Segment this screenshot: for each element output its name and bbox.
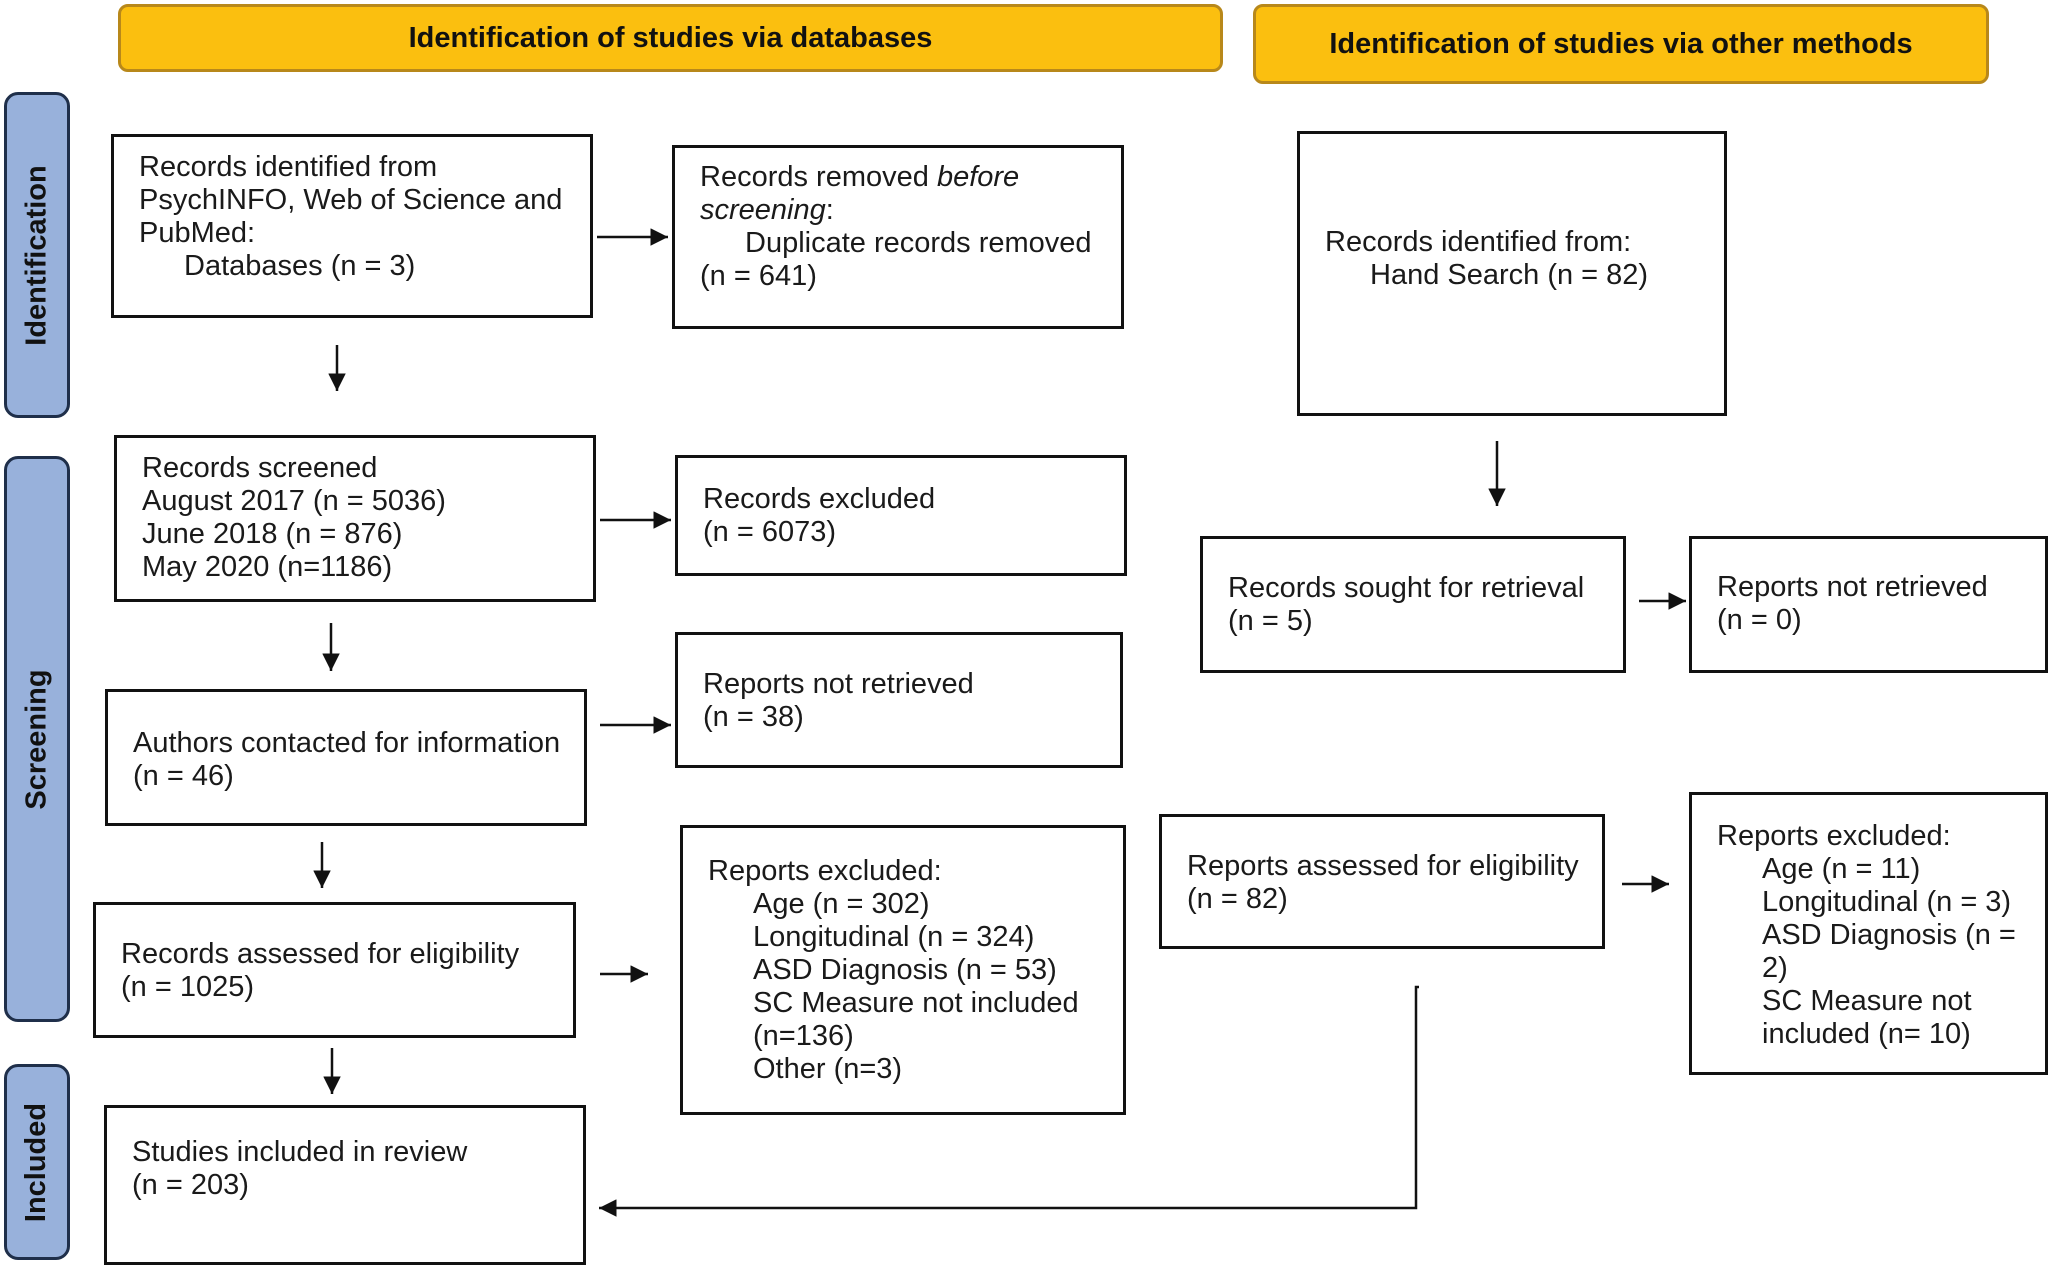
box-line: (n = 6073) bbox=[703, 516, 837, 548]
box-line: Reports not retrieved bbox=[703, 668, 974, 700]
box-text-emphasis: screening bbox=[700, 194, 826, 226]
box-line: Studies included in review bbox=[132, 1136, 468, 1168]
box-line: included (n= 10) bbox=[1762, 1018, 1971, 1050]
box-line: August 2017 (n = 5036) bbox=[142, 485, 446, 517]
box-line: Age (n = 11) bbox=[1762, 853, 1921, 885]
box-line: Other (n=3) bbox=[753, 1053, 903, 1085]
authors-contacted-box: Authors contacted for information (n = 4… bbox=[105, 689, 587, 826]
box-line: ASD Diagnosis (n = 53) bbox=[753, 954, 1057, 986]
box-line: Databases (n = 3) bbox=[184, 250, 416, 282]
box-line: PsychINFO, Web of Science and bbox=[139, 184, 563, 216]
box-line: (n = 1025) bbox=[121, 971, 255, 1003]
box-line: Longitudinal (n = 3) bbox=[1762, 886, 2012, 918]
header-other-methods-label: Identification of studies via other meth… bbox=[1329, 27, 1913, 60]
box-line: (n = 0) bbox=[1717, 604, 1802, 636]
box-line: June 2018 (n = 876) bbox=[142, 518, 403, 550]
box-line: PubMed: bbox=[139, 217, 256, 249]
box-line: Reports excluded: bbox=[1717, 820, 1951, 852]
box-line: Records removed before bbox=[700, 161, 1121, 194]
studies-included-box: Studies included in review (n = 203) bbox=[104, 1105, 586, 1265]
records-identified-other-box: Records identified from: Hand Search (n … bbox=[1297, 131, 1727, 416]
box-line: Duplicate records removed bbox=[745, 227, 1092, 259]
box-line: SC Measure not bbox=[1762, 985, 1972, 1017]
records-sought-box: Records sought for retrieval (n = 5) bbox=[1200, 536, 1626, 673]
box-text: : bbox=[825, 194, 834, 226]
box-line: (n=136) bbox=[753, 1020, 854, 1052]
box-line: screening: bbox=[700, 194, 1121, 227]
header-other-methods: Identification of studies via other meth… bbox=[1253, 4, 1989, 84]
box-line: Records identified from: bbox=[1325, 226, 1632, 258]
box-line: (n = 203) bbox=[132, 1169, 249, 1201]
box-line: (n = 46) bbox=[133, 760, 234, 792]
box-line: SC Measure not included bbox=[753, 987, 1079, 1019]
stage-screening: Screening bbox=[4, 456, 70, 1022]
records-assessed-box: Records assessed for eligibility (n = 10… bbox=[93, 902, 576, 1038]
box-line: Reports not retrieved bbox=[1717, 571, 1988, 603]
box-line: (n = 5) bbox=[1228, 605, 1313, 637]
box-line: (n = 82) bbox=[1187, 883, 1288, 915]
box-line: ASD Diagnosis (n = bbox=[1762, 919, 2016, 951]
box-line: Longitudinal (n = 324) bbox=[753, 921, 1035, 953]
stage-included: Included bbox=[4, 1064, 70, 1260]
header-databases: Identification of studies via databases bbox=[118, 4, 1223, 72]
reports-not-retrieved-databases-box: Reports not retrieved (n = 38) bbox=[675, 632, 1123, 768]
box-line: (n = 641) bbox=[700, 260, 817, 292]
box-text: Records removed bbox=[700, 161, 937, 193]
box-line: Records screened bbox=[142, 452, 378, 484]
box-line: Records sought for retrieval bbox=[1228, 572, 1585, 604]
box-line: May 2020 (n=1186) bbox=[142, 551, 393, 583]
reports-excluded-databases-box: Reports excluded: Age (n = 302) Longitud… bbox=[680, 825, 1126, 1115]
header-databases-label: Identification of studies via databases bbox=[408, 21, 933, 54]
records-excluded-box: Records excluded (n = 6073) bbox=[675, 455, 1127, 576]
box-line: Records excluded bbox=[703, 483, 936, 515]
box-line: Authors contacted for information bbox=[133, 727, 561, 759]
arrow-other-assessed-to-included bbox=[599, 985, 1419, 1217]
records-screened-box: Records screened August 2017 (n = 5036) … bbox=[114, 435, 596, 602]
box-text-emphasis: before bbox=[936, 161, 1020, 193]
box-line: Records identified from bbox=[139, 151, 438, 183]
stage-identification: Identification bbox=[4, 92, 70, 418]
box-line: Records assessed for eligibility bbox=[121, 938, 520, 970]
box-line: Reports excluded: bbox=[708, 855, 942, 887]
reports-not-retrieved-other-box: Reports not retrieved (n = 0) bbox=[1689, 536, 2048, 673]
box-line: (n = 38) bbox=[703, 701, 804, 733]
records-identified-databases-box: Records identified from PsychINFO, Web o… bbox=[111, 134, 593, 318]
records-removed-box: Records removed before screening: Duplic… bbox=[672, 145, 1124, 329]
reports-assessed-other-box: Reports assessed for eligibility (n = 82… bbox=[1159, 814, 1605, 949]
reports-excluded-other-box: Reports excluded: Age (n = 11) Longitudi… bbox=[1689, 792, 2048, 1075]
box-line: Hand Search (n = 82) bbox=[1370, 259, 1649, 291]
box-line: Reports assessed for eligibility bbox=[1187, 850, 1579, 882]
box-line: Age (n = 302) bbox=[753, 888, 930, 920]
box-line: 2) bbox=[1762, 952, 1788, 984]
